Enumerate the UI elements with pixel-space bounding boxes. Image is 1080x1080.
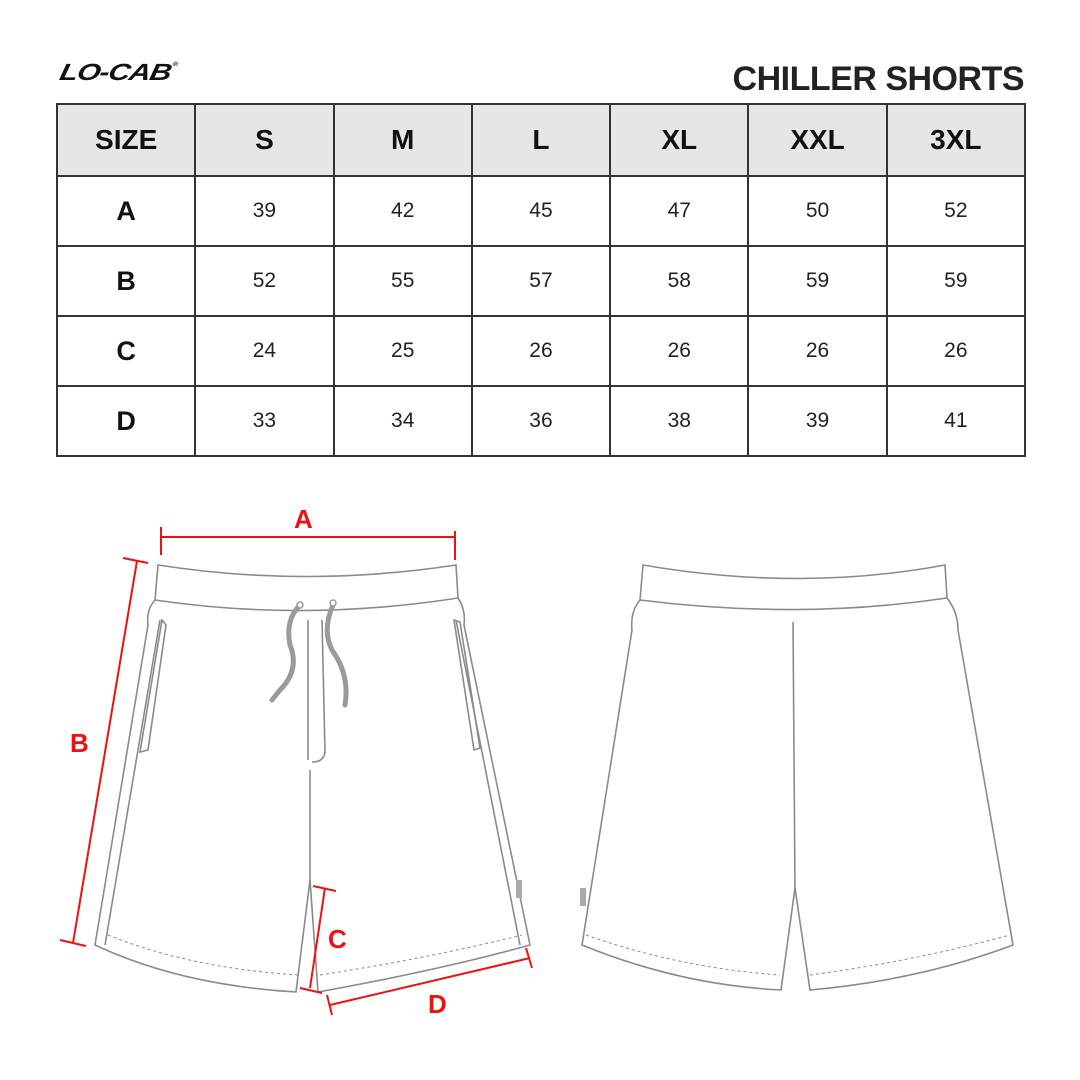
header-cell: XXL: [747, 103, 888, 177]
measure-label-c: C: [328, 924, 347, 954]
table-cell: 38: [609, 385, 750, 457]
measure-label-a: A: [294, 504, 313, 534]
row-label: B: [55, 245, 197, 317]
shorts-measurement-diagram: A B C D: [59, 504, 1014, 1019]
front-left-stripe: [104, 619, 161, 946]
measure-c-tick-bottom: [299, 987, 323, 994]
shorts-front-view: [94, 564, 531, 993]
drawstring: [269, 599, 349, 708]
table-row: A 39 42 45 47 50 52: [55, 175, 1027, 247]
table-cell: 47: [609, 175, 750, 247]
table-cell: 50: [747, 175, 888, 247]
header-cell: L: [470, 103, 612, 177]
registered-mark: ®: [171, 60, 179, 68]
front-left-leg: [94, 599, 311, 993]
drawstring-left: [269, 602, 303, 703]
shorts-back-view: [580, 564, 1014, 991]
measure-b-tick-bottom: [59, 939, 87, 947]
brand-logo: LO-CAB®: [57, 59, 179, 86]
back-right-leg: [794, 597, 1014, 991]
table-cell: 26: [470, 315, 612, 387]
table-row: B 52 55 57 58 59 59: [55, 245, 1027, 317]
table-cell: 57: [470, 245, 612, 317]
measure-b-tick-top: [122, 557, 149, 564]
back-side-tag: [580, 888, 586, 906]
table-row: C 24 25 26 26 26 26: [55, 315, 1027, 387]
table-cell: 26: [885, 315, 1027, 387]
back-hem-stitch: [585, 934, 1011, 976]
table-cell: 26: [747, 315, 888, 387]
table-cell: 59: [747, 245, 888, 317]
table-cell: 36: [470, 385, 612, 457]
front-right-stripe: [455, 619, 521, 946]
row-label: C: [55, 315, 197, 387]
table-cell: 45: [470, 175, 612, 247]
table-row: D 33 34 36 38 39 41: [55, 385, 1027, 457]
front-waistband: [154, 564, 459, 612]
measure-c-tick-top: [312, 885, 337, 892]
front-fly: [307, 619, 326, 763]
drawstring-right: [324, 602, 349, 708]
table-cell: 34: [332, 385, 473, 457]
front-hem-stitch: [107, 934, 523, 976]
table-cell: 42: [332, 175, 473, 247]
measure-label-b: B: [70, 728, 89, 758]
front-side-tag: [516, 880, 522, 898]
table-cell: 33: [194, 385, 335, 457]
table-cell: 52: [885, 175, 1027, 247]
row-label: D: [55, 385, 197, 457]
table-cell: 24: [194, 315, 335, 387]
table-cell: 55: [332, 245, 473, 317]
brand-logo-text: LO-CAB: [57, 59, 174, 86]
measure-label-d: D: [428, 989, 447, 1019]
header-cell: XL: [609, 103, 750, 177]
table-cell: 58: [609, 245, 750, 317]
table-cell: 41: [885, 385, 1027, 457]
measure-d-tick-right: [525, 947, 533, 969]
front-right-leg: [309, 597, 531, 993]
table-cell: 39: [194, 175, 335, 247]
table-cell: 52: [194, 245, 335, 317]
header-cell: M: [332, 103, 473, 177]
measure-d-tick-left: [326, 994, 333, 1016]
table-cell: 59: [885, 245, 1027, 317]
header-cell: S: [194, 103, 335, 177]
back-waistband: [639, 564, 948, 611]
drawstring-eyelet-left: [296, 601, 304, 609]
size-chart-table: SIZE S M L XL XXL 3XL A 39 42 45 47 50 5…: [55, 103, 1027, 457]
measure-b-line: [72, 560, 138, 944]
front-right-pocket: [453, 618, 481, 752]
table-cell: 26: [609, 315, 750, 387]
drawstring-eyelet-right: [329, 599, 337, 607]
back-left-leg: [581, 599, 796, 991]
table-cell: 25: [332, 315, 473, 387]
header-cell: SIZE: [55, 103, 197, 177]
table-header-row: SIZE S M L XL XXL 3XL: [55, 103, 1027, 177]
row-label: A: [55, 175, 197, 247]
header-cell: 3XL: [885, 103, 1027, 177]
table-cell: 39: [747, 385, 888, 457]
measurement-lines: [59, 527, 533, 1016]
measure-c-line: [309, 887, 326, 989]
measure-d-line: [329, 957, 531, 1006]
page-title: CHILLER SHORTS: [732, 60, 1025, 98]
front-left-pocket: [139, 618, 167, 754]
